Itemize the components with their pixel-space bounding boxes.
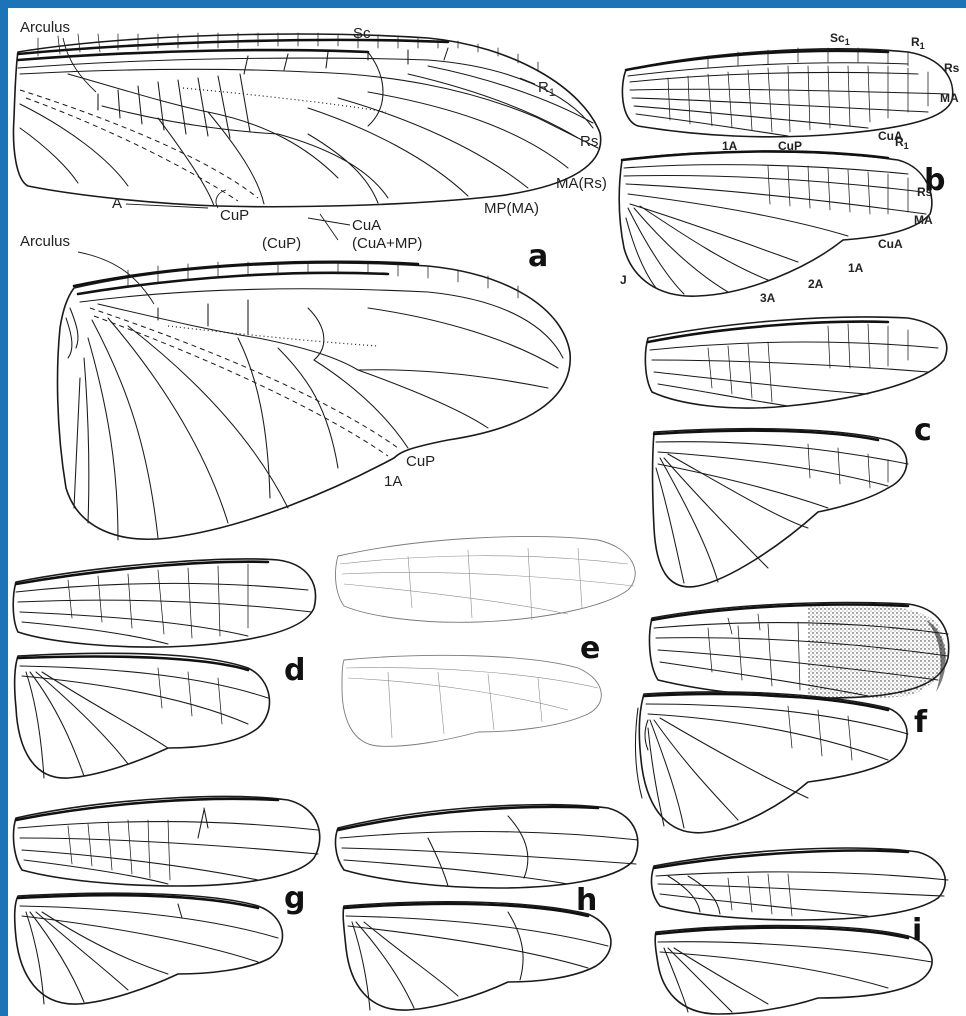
figure-g-forewing-outline (14, 797, 320, 886)
figure-i: i (652, 848, 948, 1014)
figure-b-hindwing-outline (619, 152, 932, 296)
figure-c: c (645, 317, 946, 587)
figure-a-hindwing (58, 262, 571, 540)
label-rs: Rs (580, 133, 598, 150)
label-cua-mp: (CuA+MP) (352, 235, 422, 252)
panel-letter-g: g (284, 881, 305, 916)
panel-letter-h: h (576, 883, 597, 918)
figure-b-hindwing-labels: R1 Rs MA CuA 1A 2A 3A J (620, 135, 933, 305)
figure-e: e (336, 537, 636, 747)
figure-c-forewing-outline (645, 317, 946, 408)
label-1a-hindwing: 1A (384, 473, 402, 490)
panel-letter-f: f (914, 705, 928, 740)
figure-b-hindwing (619, 151, 932, 296)
figure-e-hindwing-outline (342, 655, 601, 746)
label-ma-rs: MA(Rs) (556, 175, 607, 192)
label-ma-bh: MA (914, 213, 933, 227)
label-r1: R1 (538, 79, 555, 99)
figure-h: h (336, 805, 638, 1010)
figure-i-hindwing-outline (655, 926, 932, 1014)
label-j-bh: J (620, 273, 627, 287)
panel-letter-i: i (912, 913, 922, 948)
label-cua: CuA (352, 217, 381, 234)
label-cup-paren: (CuP) (262, 235, 301, 252)
figure-d-hindwing-outline (15, 653, 270, 778)
figure-c-hindwing-outline (653, 429, 907, 587)
label-cua-bh: CuA (878, 237, 903, 251)
figure-a-hindwing-labels: Arculus CuP 1A (20, 233, 435, 490)
label-mp-ma: MP(MA) (484, 200, 539, 217)
label-r1-bh: R1 (895, 135, 909, 151)
figure-a-hindwing-outline (58, 263, 571, 539)
label-rs-b: Rs (944, 61, 960, 75)
panel-letter-d: d (284, 653, 305, 688)
label-rs-bh: Rs (917, 185, 933, 199)
label-arculus-hindwing: Arculus (20, 233, 70, 250)
figure-g-hindwing-outline (15, 893, 283, 1004)
label-a: A (112, 195, 122, 212)
label-sc1-b: Sc1 (830, 31, 850, 47)
label-sc: Sc (353, 25, 371, 42)
label-cup-hindwing: CuP (406, 453, 435, 470)
figure-a-forewing-outline (14, 34, 601, 207)
figure-b-forewing (622, 48, 952, 137)
figure-h-forewing-outline (336, 805, 638, 888)
label-ma-b: MA (940, 91, 959, 105)
label-r1-b: R1 (911, 35, 925, 51)
label-cup: CuP (220, 207, 249, 224)
figure-d: d (13, 559, 315, 778)
label-1a-bh: 1A (848, 261, 864, 275)
figure-a-forewing (14, 33, 601, 207)
label-arculus: Arculus (20, 19, 70, 36)
panel-letter-a: a (528, 239, 548, 274)
figure-a-forewing-labels: Arculus Sc R1 Rs MA(Rs) MP(MA) (CuA+MP) … (20, 19, 607, 274)
wing-venation-plate: Arculus Sc R1 Rs MA(Rs) MP(MA) (CuA+MP) … (8, 8, 966, 1016)
panel-letter-c: c (914, 413, 932, 448)
label-3a-bh: 3A (760, 291, 776, 305)
figure-g: g (14, 797, 320, 1005)
figure-f-hindwing-outline (639, 692, 907, 833)
figure-f: f (635, 603, 948, 833)
panel-letter-e: e (580, 631, 600, 666)
label-2a-bh: 2A (808, 277, 824, 291)
figure-e-forewing-outline (336, 537, 636, 623)
figure-plate: Arculus Sc R1 Rs MA(Rs) MP(MA) (CuA+MP) … (8, 8, 966, 1016)
